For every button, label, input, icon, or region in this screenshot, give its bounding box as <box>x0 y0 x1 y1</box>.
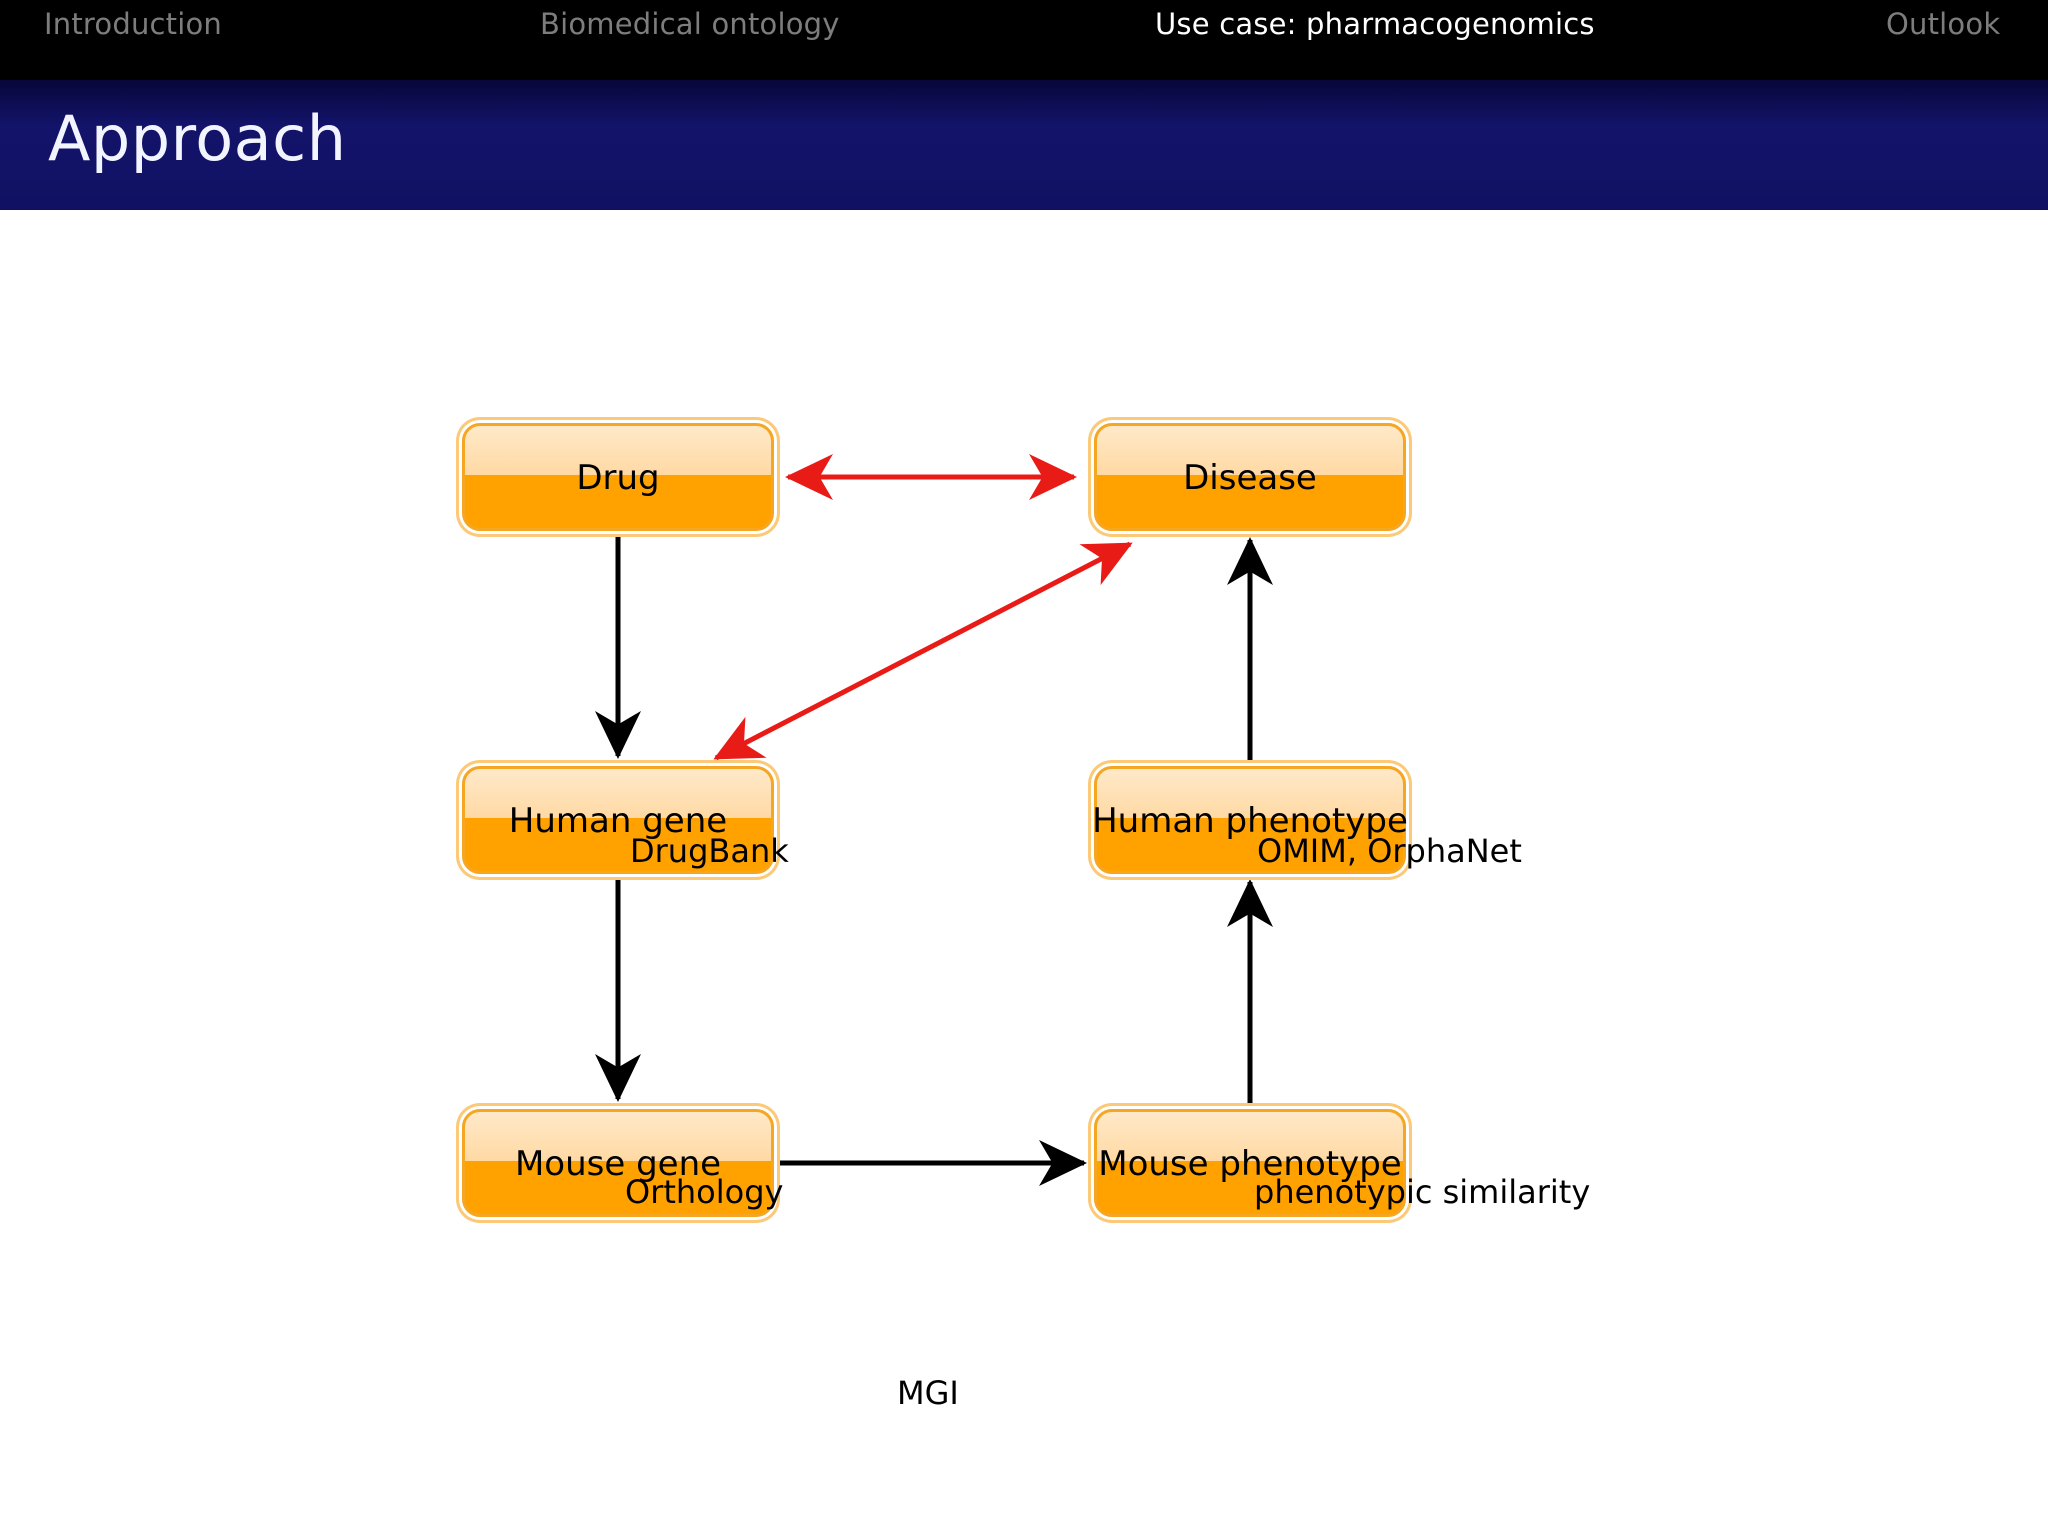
edge-label-mgi: MGI <box>897 1374 959 1412</box>
edge-human-gene-disease <box>713 541 1133 761</box>
edge-label-orthology: Orthology <box>625 1173 784 1211</box>
edge-label-drugbank: DrugBank <box>630 832 789 870</box>
nav-item-use-case-pharmacogenomics[interactable]: Use case: pharmacogenomics <box>1155 7 1595 41</box>
pharmacogenomics-approach-diagram: Drug Disease Human gene Human phenotype … <box>0 210 2048 1536</box>
node-mouse-gene-label: Mouse gene <box>514 1144 722 1184</box>
node-human-phenotype[interactable]: Human phenotype <box>1092 766 1408 874</box>
node-mouse-gene[interactable]: Mouse gene <box>462 1109 774 1217</box>
nav-item-biomedical-ontology[interactable]: Biomedical ontology <box>540 7 840 41</box>
top-navigation-bar: Introduction Biomedical ontology Use cas… <box>0 0 2048 80</box>
node-human-phenotype-label: Human phenotype <box>1092 801 1408 841</box>
edge-label-omim-orphanet: OMIM, OrphaNet <box>1257 832 1522 870</box>
edge-label-phenotypic-similarity: phenotypic similarity <box>1254 1173 1591 1211</box>
node-human-gene-label: Human gene <box>508 801 728 841</box>
slide-content-area: Drug Disease Human gene Human phenotype … <box>0 210 2048 1536</box>
node-drug[interactable]: Drug <box>462 423 774 531</box>
node-human-gene[interactable]: Human gene <box>462 766 774 874</box>
nav-item-outlook[interactable]: Outlook <box>1886 7 2001 41</box>
page-title: Approach <box>48 102 347 175</box>
node-drug-label: Drug <box>576 458 660 498</box>
node-mouse-phenotype[interactable]: Mouse phenotype <box>1094 1109 1406 1217</box>
diagram-edges <box>595 454 1273 1186</box>
nav-item-introduction[interactable]: Introduction <box>44 7 223 41</box>
node-mouse-phenotype-label: Mouse phenotype <box>1098 1144 1402 1184</box>
node-disease-label: Disease <box>1183 458 1317 498</box>
slide-title-bar: Approach <box>0 80 2048 210</box>
node-disease[interactable]: Disease <box>1094 423 1406 531</box>
